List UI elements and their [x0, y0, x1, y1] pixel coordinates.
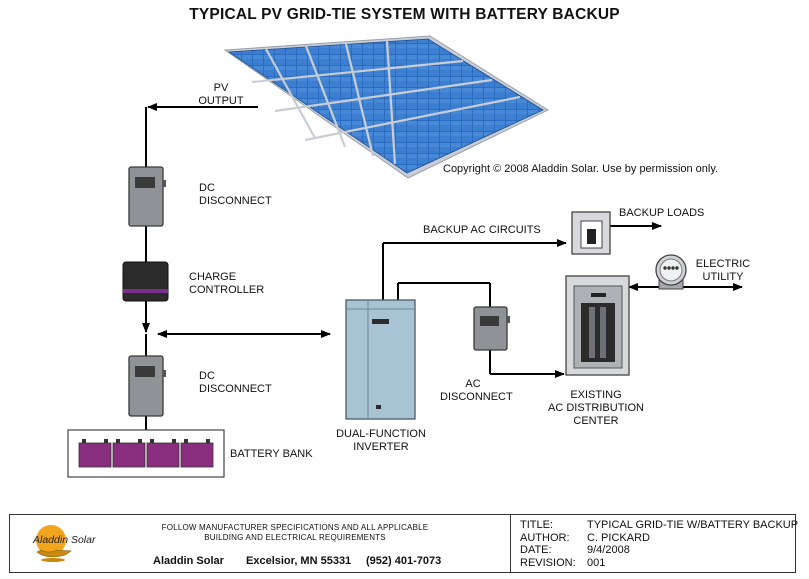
utility-meter-icon [655, 254, 687, 290]
solar-array-icon [223, 35, 550, 179]
diagram-title: TYPICAL PV GRID-TIE SYSTEM WITH BATTERY … [189, 6, 620, 23]
dc-disconnect-icon [128, 355, 166, 417]
revision-value: 001 [587, 556, 606, 569]
logo-text: Aladdin Solar [33, 534, 96, 546]
date-value: 9/4/2008 [587, 544, 630, 556]
company-phone: (952) 401-7073 [366, 555, 442, 567]
backup-ac-circuits-label: BACKUP AC CIRCUITS [423, 224, 541, 236]
title-block-keys: TITLE: AUTHOR: DATE: REVISION: [520, 519, 576, 569]
battery-icon [67, 429, 225, 478]
backup-loads-label: BACKUP LOADS [619, 207, 705, 219]
company-name: Aladdin Solar [153, 555, 224, 567]
inverter-icon [345, 299, 416, 420]
title-block-divider [510, 514, 511, 573]
title-block-values: TYPICAL GRID-TIE W/BATTERY BACKUP C. PIC… [587, 519, 798, 569]
battery-bank-label: BATTERY BANK [230, 448, 313, 460]
drawing-title-value: TYPICAL GRID-TIE W/BATTERY BACKUP [587, 519, 799, 531]
company-city: Excelsior, MN 55331 [246, 555, 352, 567]
distribution-panel-icon [565, 275, 630, 376]
ac-disconnect-icon [473, 306, 510, 351]
dc-disconnect-icon [128, 166, 166, 227]
aladdin-lamp-logo [27, 520, 107, 566]
requirements-note: FOLLOW MANUFACTURER SPECIFICATIONS AND A… [161, 523, 429, 542]
title-block [9, 514, 796, 573]
charge-controller-icon [122, 261, 169, 302]
copyright-notice: Copyright © 2008 Aladdin Solar. Use by p… [443, 163, 719, 175]
author-value: C. PICKARD [587, 531, 650, 544]
backup-loads-panel-icon [571, 211, 611, 255]
